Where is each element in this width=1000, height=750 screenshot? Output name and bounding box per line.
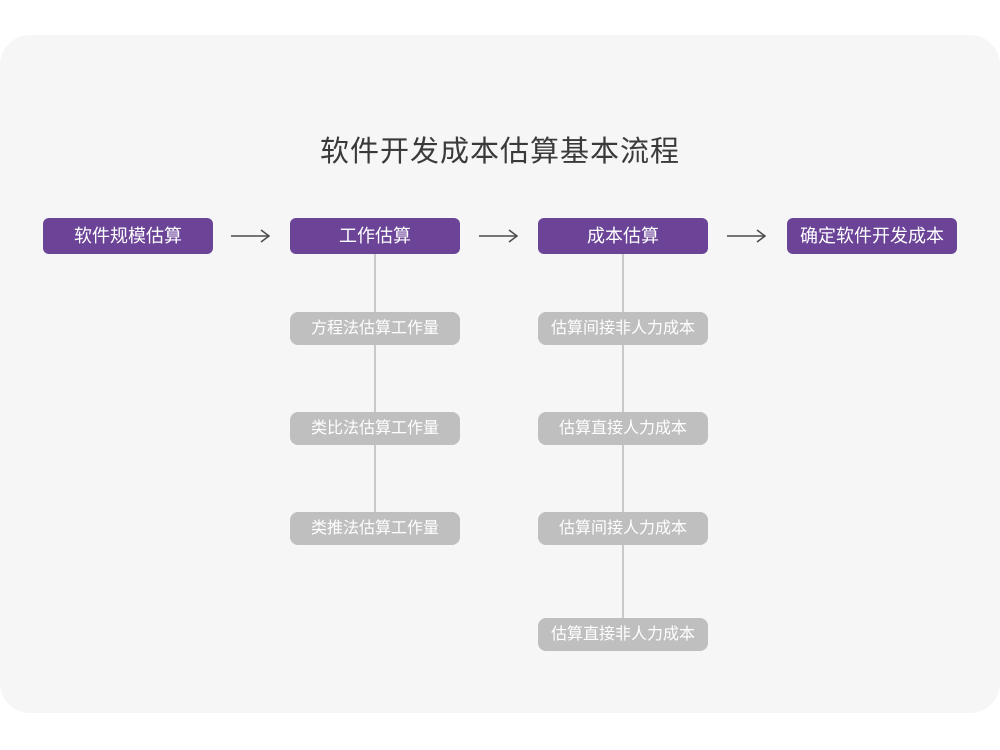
stage-node-work-estimation: 工作估算 bbox=[290, 218, 460, 254]
stage-node-cost-estimation: 成本估算 bbox=[538, 218, 708, 254]
connector-line-work-branch bbox=[374, 254, 376, 516]
cost-node-direct-labor: 估算直接人力成本 bbox=[538, 412, 708, 445]
method-node-equation: 方程法估算工作量 bbox=[290, 312, 460, 345]
stage-node-determine-dev-cost: 确定软件开发成本 bbox=[787, 218, 957, 254]
flow-arrow-icon bbox=[727, 229, 767, 243]
diagram-canvas: 软件开发成本估算基本流程 软件规模估算 工作估算 成本估算 确定软件开发成本 方… bbox=[0, 35, 1000, 713]
cost-node-indirect-nonlabor: 估算间接非人力成本 bbox=[538, 312, 708, 345]
cost-node-indirect-labor: 估算间接人力成本 bbox=[538, 512, 708, 545]
flow-arrow-icon bbox=[479, 229, 519, 243]
diagram-title: 软件开发成本估算基本流程 bbox=[319, 136, 680, 168]
flow-arrow-icon bbox=[231, 229, 271, 243]
method-node-extrapolation: 类推法估算工作量 bbox=[290, 512, 460, 545]
stage-node-software-size-estimation: 软件规模估算 bbox=[43, 218, 213, 254]
method-node-analogy: 类比法估算工作量 bbox=[290, 412, 460, 445]
cost-node-direct-nonlabor: 估算直接非人力成本 bbox=[538, 618, 708, 651]
